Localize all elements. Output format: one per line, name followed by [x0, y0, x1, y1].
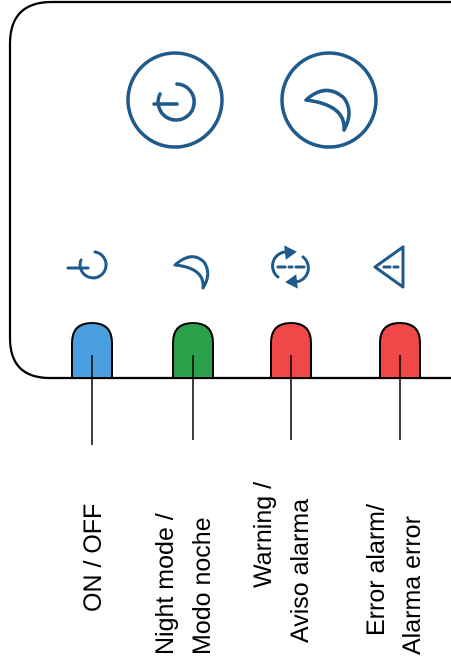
label-night-mode-line2: Modo noche [188, 517, 216, 655]
power-icon [152, 82, 196, 122]
moon-icon [304, 88, 351, 132]
label-on-off: ON / OFF [79, 503, 107, 612]
label-warning-line1: Warning / [249, 481, 277, 588]
power-icon [66, 250, 108, 280]
label-warning-line2: Aviso alarma [286, 498, 314, 643]
label-night-mode-line1: Night mode / [151, 513, 179, 655]
label-error-line2: Alarma error [398, 516, 426, 655]
power-button[interactable] [126, 51, 224, 149]
panel-outline [8, 0, 451, 380]
moon-icon [173, 255, 210, 290]
led-error [379, 321, 421, 379]
led-on-off [71, 321, 113, 379]
led-night-mode [172, 321, 214, 379]
sync-warning-icon [271, 245, 310, 289]
led-warning [270, 321, 312, 379]
night-mode-button[interactable] [280, 51, 378, 149]
label-error-line1: Error alarm/ [362, 504, 390, 636]
warning-triangle-icon [373, 245, 405, 289]
